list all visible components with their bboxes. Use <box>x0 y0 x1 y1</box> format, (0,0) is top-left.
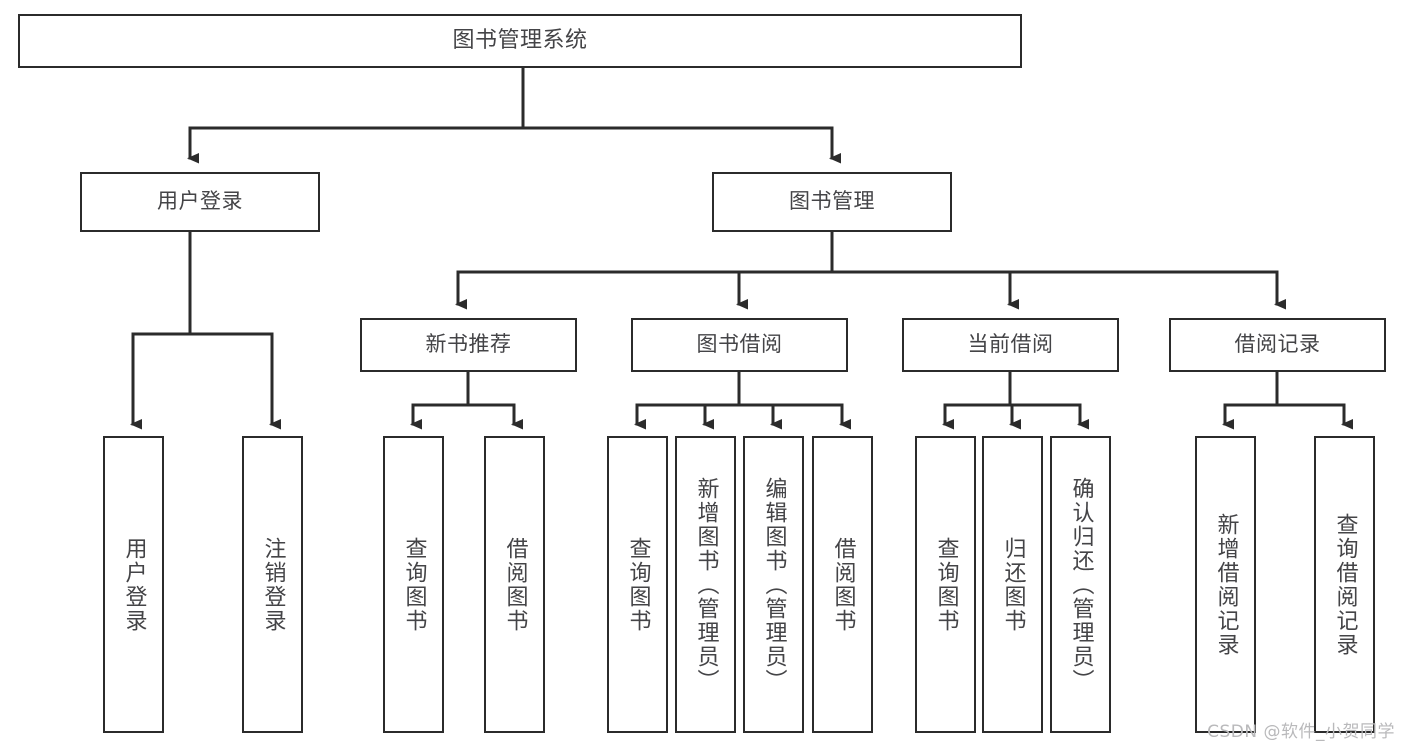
leaf-current-borrow-return[interactable]: 归还图书 <box>982 436 1043 733</box>
leaf-book-borrow-borrow[interactable]: 借阅图书 <box>812 436 873 733</box>
leaf-user-login-logout[interactable]: 注销登录 <box>242 436 303 733</box>
node-label: 用户登录 <box>121 536 147 633</box>
leaf-current-borrow-confirm-return[interactable]: 确认归还（管理员） <box>1050 436 1111 733</box>
node-label: 编辑图书（管理员） <box>761 476 787 693</box>
node-label: 归还图书 <box>1000 536 1026 633</box>
leaf-borrow-record-query[interactable]: 查询借阅记录 <box>1314 436 1375 733</box>
node-user-login[interactable]: 用户登录 <box>80 172 320 232</box>
leaf-book-borrow-add[interactable]: 新增图书（管理员） <box>675 436 736 733</box>
node-new-book-recommend[interactable]: 新书推荐 <box>360 318 577 372</box>
node-label: 用户登录 <box>157 189 243 214</box>
leaf-borrow-record-add[interactable]: 新增借阅记录 <box>1195 436 1256 733</box>
node-label: 新增借阅记录 <box>1213 512 1239 657</box>
node-label: 当前借阅 <box>967 332 1054 357</box>
node-label: 借阅图书 <box>830 536 856 633</box>
leaf-current-borrow-query[interactable]: 查询图书 <box>915 436 976 733</box>
node-label: 借阅图书 <box>502 536 528 633</box>
node-label: 查询图书 <box>625 536 651 633</box>
leaf-new-book-borrow[interactable]: 借阅图书 <box>484 436 545 733</box>
watermark-text: CSDN @软件_小贺同学 <box>1207 722 1395 742</box>
leaf-user-login-login[interactable]: 用户登录 <box>103 436 164 733</box>
node-label: 确认归还（管理员） <box>1068 476 1094 693</box>
node-label: 查询借阅记录 <box>1332 512 1358 657</box>
leaf-book-borrow-query[interactable]: 查询图书 <box>607 436 668 733</box>
node-borrow-record[interactable]: 借阅记录 <box>1169 318 1386 372</box>
node-label: 新书推荐 <box>425 332 512 357</box>
node-label: 新增图书（管理员） <box>693 476 719 693</box>
node-label: 注销登录 <box>260 536 286 633</box>
node-label: 图书借阅 <box>696 332 783 357</box>
node-label: 查询图书 <box>401 536 427 633</box>
node-label: 借阅记录 <box>1234 332 1321 357</box>
node-root-system[interactable]: 图书管理系统 <box>18 14 1022 68</box>
node-book-management[interactable]: 图书管理 <box>712 172 952 232</box>
leaf-new-book-query[interactable]: 查询图书 <box>383 436 444 733</box>
node-label: 图书管理系统 <box>452 27 588 53</box>
node-label: 查询图书 <box>933 536 959 633</box>
node-book-borrow[interactable]: 图书借阅 <box>631 318 848 372</box>
node-label: 图书管理 <box>789 189 875 214</box>
node-current-borrow[interactable]: 当前借阅 <box>902 318 1119 372</box>
leaf-book-borrow-edit[interactable]: 编辑图书（管理员） <box>743 436 804 733</box>
